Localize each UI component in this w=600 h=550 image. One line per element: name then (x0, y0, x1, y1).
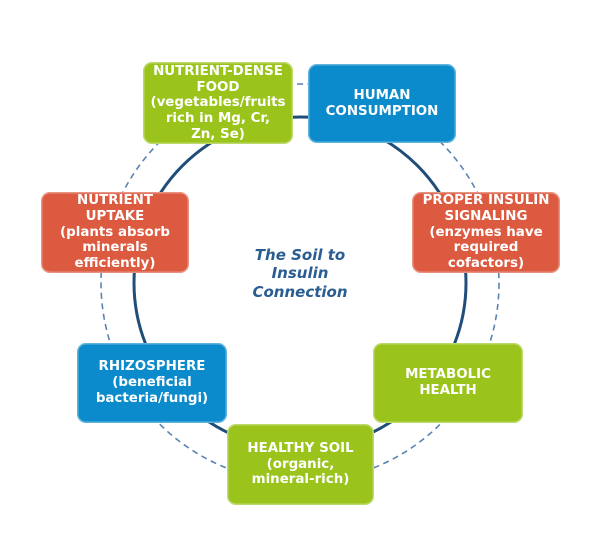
cycle-outer-dashed-circle (100, 83, 500, 483)
node-nutrient-dense-food: NUTRIENT-DENSE FOOD (vegetables/fruits r… (143, 62, 293, 144)
node-proper-insulin-signaling: PROPER INSULIN SIGNALING (enzymes have r… (412, 192, 560, 273)
node-metabolic-health: METABOLIC HEALTH (373, 343, 523, 423)
node-healthy-soil: HEALTHY SOIL (organic, mineral-rich) (227, 424, 374, 505)
diagram-center-title: The Soil to Insulin Connection (252, 246, 348, 301)
node-nutrient-uptake: NUTRIENT UPTAKE (plants absorb minerals … (41, 192, 189, 273)
node-rhizosphere: RHIZOSPHERE (beneficial bacteria/fungi) (77, 343, 227, 423)
node-human-consumption: HUMAN CONSUMPTION (308, 64, 456, 143)
